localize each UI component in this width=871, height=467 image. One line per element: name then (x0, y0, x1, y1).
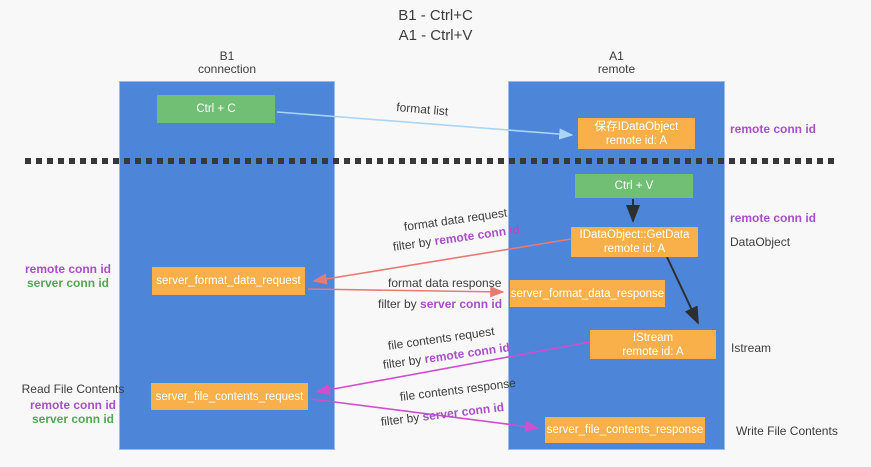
node-save-idataobject-line2: remote id: A (605, 134, 668, 147)
left-column-header: B1 connection (119, 50, 335, 76)
right-remote-conn-id-mid: remote conn id (730, 211, 817, 225)
node-server-format-data-response: server_format_data_response (510, 280, 665, 307)
left-format-server-conn-id: server conn id (26, 276, 110, 290)
node-server-file-contents-request: server_file_contents_request (151, 383, 308, 410)
dashed-separator (25, 158, 835, 164)
left-column-name: B1 (219, 49, 235, 63)
node-istream-line1: IStream (632, 331, 674, 344)
node-server-file-contents-response: server_file_contents_response (545, 417, 705, 443)
node-istream-line2: remote id: A (622, 345, 684, 358)
right-column-subtitle: remote (597, 62, 636, 76)
node-server-format-data-response-label: server_format_data_response (510, 287, 665, 300)
node-save-idataobject-line1: 保存IDataObject (594, 120, 679, 133)
title-line-2: A1 - Ctrl+V (398, 27, 473, 44)
filter-by-prefix: filter by (392, 234, 436, 254)
left-column-subtitle: connection (197, 62, 257, 76)
read-file-contents-label: Read File Contents (21, 382, 125, 396)
node-ctrl-c-label: Ctrl + C (196, 103, 236, 115)
format-data-response-label: format data response (388, 276, 502, 290)
filter-by-server-conn-id: server conn id (420, 297, 503, 311)
left-format-conn-ids: remote conn id server conn id (18, 262, 118, 290)
filter-by-prefix: filter by (380, 409, 424, 429)
node-ctrl-v-label: Ctrl + V (614, 180, 654, 192)
title-line-1: B1 - Ctrl+C (398, 7, 473, 24)
node-server-format-data-request: server_format_data_request (152, 267, 305, 295)
node-server-file-contents-request-label: server_file_contents_request (155, 390, 304, 403)
file-contents-response-filter-label: filter by server conn id (380, 400, 505, 429)
filter-by-prefix: filter by (382, 352, 426, 372)
left-format-remote-conn-id: remote conn id (24, 262, 111, 276)
left-file-server-conn-id: server conn id (31, 412, 115, 426)
format-data-response-filter-label: filter by server conn id (378, 297, 502, 311)
node-server-file-contents-response-label: server_file_contents_response (546, 424, 704, 436)
format-list-label: format list (395, 100, 449, 119)
node-save-idataobject: 保存IDataObject remote id: A (578, 118, 695, 149)
node-istream: IStream remote id: A (590, 330, 716, 359)
dataobject-label: DataObject (730, 235, 791, 249)
diagram-title: B1 - Ctrl+C A1 - Ctrl+V (0, 6, 871, 46)
right-remote-conn-id-top: remote conn id (730, 122, 817, 136)
node-idataobject-getdata-line1: IDataObject::GetData (579, 229, 690, 241)
write-file-contents-label: Write File Contents (736, 424, 838, 438)
node-idataobject-getdata: IDataObject::GetData remote id: A (571, 227, 698, 257)
left-file-remote-conn-id: remote conn id (29, 398, 116, 412)
node-idataobject-getdata-line2: remote id: A (603, 243, 666, 255)
node-server-format-data-request-label: server_format_data_request (156, 275, 301, 287)
left-file-labels: Read File Contents remote conn id server… (18, 382, 128, 426)
filter-by-server-conn-id: server conn id (421, 399, 505, 424)
right-column-header: A1 remote (508, 50, 725, 76)
right-column-name: A1 (609, 49, 624, 63)
istream-side-label: Istream (731, 341, 772, 355)
node-ctrl-c: Ctrl + C (157, 95, 275, 123)
node-ctrl-v: Ctrl + V (575, 174, 693, 198)
filter-by-prefix: filter by (378, 297, 421, 311)
